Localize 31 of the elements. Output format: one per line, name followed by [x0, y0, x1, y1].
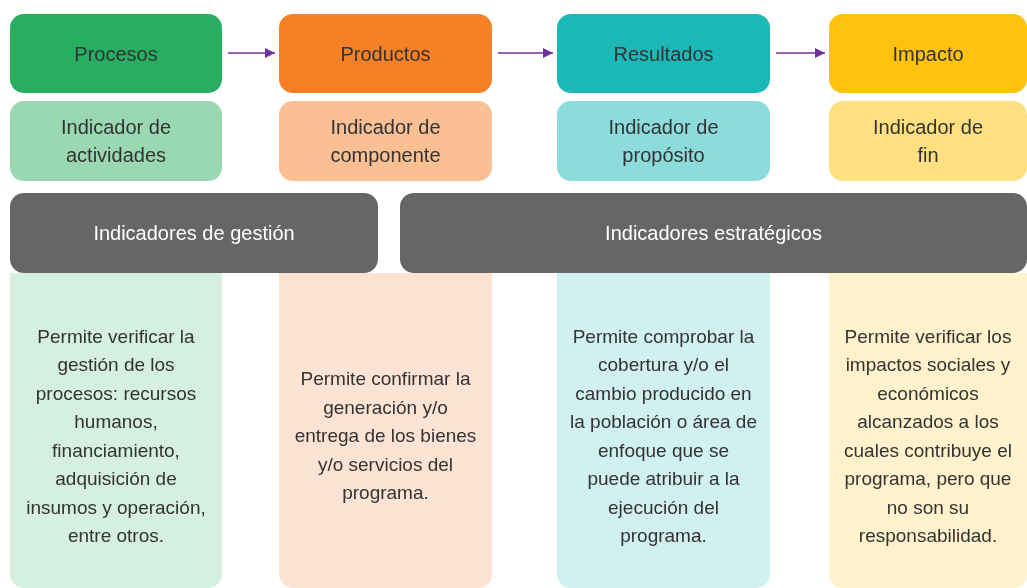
description-text: Permite confirmar la generación y/o entrega de los bienes y/o servicios del programa.	[293, 367, 478, 506]
node-label: Impacto	[892, 41, 964, 67]
node-label: Resultados	[613, 41, 714, 67]
description-text: Permite verificar los impactos sociales y económicos alcanzados a los cuales contribuye el programa, pero que no son su responsabilidad.	[843, 324, 1013, 548]
indicator-box	[279, 101, 492, 181]
process-box	[10, 14, 222, 93]
description-text: Permite verificar la gestión de los procesos: recursos humanos, financiamiento, adquisición de insumos y operación, entre otros.	[25, 324, 207, 548]
node-label: Indicadores estratégicos	[605, 221, 822, 246]
node-label: Indicadores de gestión	[93, 221, 295, 246]
node-label: Procesos	[74, 41, 158, 67]
indicator-box	[10, 101, 222, 181]
indicator-box	[829, 101, 1027, 181]
process-box	[557, 14, 770, 93]
node-label: Indicador de fin	[871, 115, 985, 168]
description-panel	[829, 273, 1027, 588]
node-label: Indicador de actividades	[59, 115, 173, 168]
arrow	[497, 47, 554, 59]
description-panel	[10, 273, 222, 588]
description-text: Permite comprobar la cobertura y/o el cambio producido en la población o área de enfoque que se puede atribuir a la ejecución del programa.	[569, 324, 758, 548]
process-box	[279, 14, 492, 93]
description-panel	[279, 273, 492, 588]
node-label: Indicador de propósito	[607, 115, 720, 168]
arrow	[775, 47, 826, 59]
node-label: Productos	[340, 41, 431, 67]
node-label: Indicador de componente	[329, 115, 442, 168]
arrow	[227, 47, 276, 59]
indicator-box	[557, 101, 770, 181]
process-box	[829, 14, 1027, 93]
category-band	[400, 193, 1027, 273]
description-panel	[557, 273, 770, 588]
category-band	[10, 193, 378, 273]
